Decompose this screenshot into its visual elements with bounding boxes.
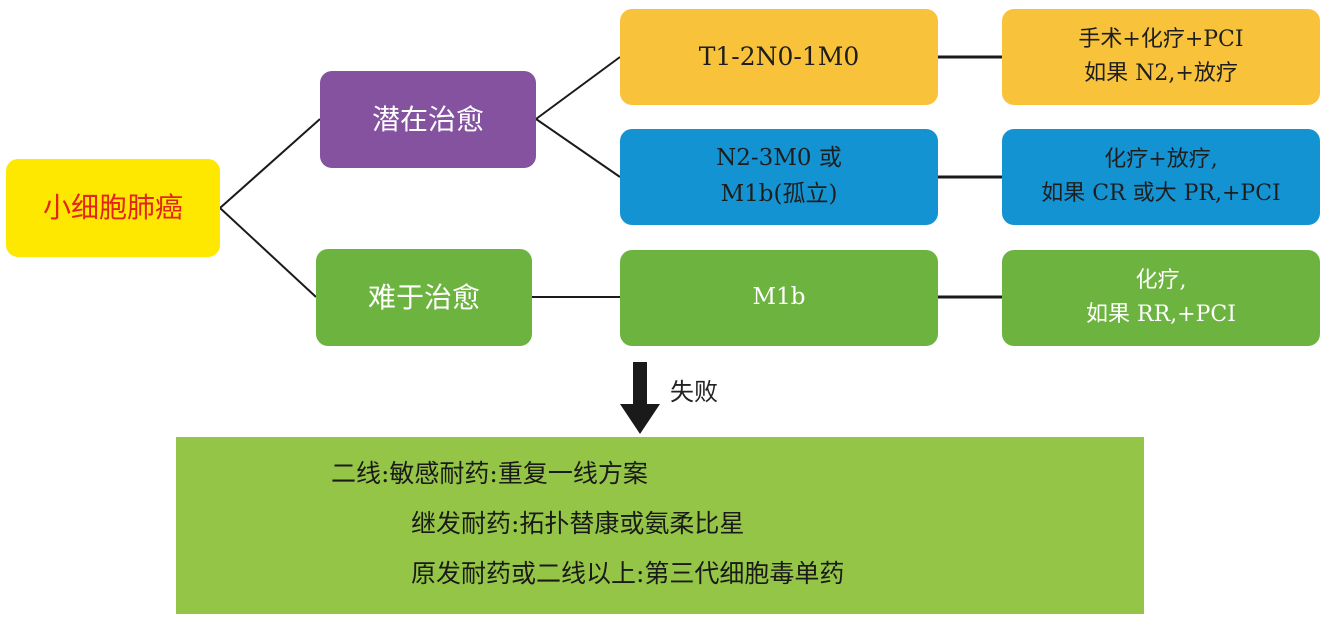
stage-b-line1: N2-3M0 或 bbox=[716, 145, 842, 172]
branch-hard: 难于治愈 bbox=[316, 249, 532, 346]
connector-curable-stage-a bbox=[535, 56, 621, 120]
stage-node-c: M1b bbox=[620, 250, 938, 346]
failure-arrow-icon bbox=[620, 362, 660, 434]
branch-hard-label: 难于治愈 bbox=[367, 280, 480, 314]
stage-c-line1: M1b bbox=[752, 284, 806, 311]
branch-curable-label: 潜在治愈 bbox=[371, 102, 484, 136]
failure-label: 失败 bbox=[670, 378, 718, 406]
treatment-node-b: 化疗+放疗, 如果 CR 或大 PR,+PCI bbox=[1002, 129, 1320, 225]
treatment-b-line2: 如果 CR 或大 PR,+PCI bbox=[1041, 181, 1281, 206]
treatment-b-line1: 化疗+放疗, bbox=[1104, 146, 1218, 172]
treatment-c-line2: 如果 RR,+PCI bbox=[1086, 302, 1236, 327]
treatment-c-line1: 化疗, bbox=[1135, 267, 1187, 293]
connector-root-curable bbox=[219, 118, 321, 209]
treatment-node-a: 手术+化疗+PCI 如果 N2,+放疗 bbox=[1002, 9, 1320, 105]
stage-node-a: T1-2N0-1M0 bbox=[620, 9, 938, 105]
treatment-a-line2: 如果 N2,+放疗 bbox=[1084, 61, 1238, 86]
second-line-row-2: 继发耐药:拓扑替康或氨柔比星 bbox=[411, 509, 745, 538]
stage-b-line2: M1b(孤立) bbox=[720, 181, 838, 207]
treatment-a-line1: 手术+化疗+PCI bbox=[1078, 26, 1244, 52]
connector-root-hard bbox=[219, 207, 317, 298]
stage-a-line1: T1-2N0-1M0 bbox=[698, 41, 860, 71]
stage-node-b: N2-3M0 或 M1b(孤立) bbox=[620, 129, 938, 225]
second-line-box: 二线:敏感耐药:重复一线方案 继发耐药:拓扑替康或氨柔比星 原发耐药或二线以上:… bbox=[176, 437, 1144, 614]
root-node: 小细胞肺癌 bbox=[6, 159, 220, 257]
treatment-node-c: 化疗, 如果 RR,+PCI bbox=[1002, 250, 1320, 346]
branch-curable: 潜在治愈 bbox=[320, 71, 536, 168]
second-line-row-3: 原发耐药或二线以上:第三代细胞毒单药 bbox=[411, 559, 845, 588]
connector-curable-stage-b bbox=[535, 118, 621, 178]
second-line-row-1: 二线:敏感耐药:重复一线方案 bbox=[331, 459, 648, 488]
root-label: 小细胞肺癌 bbox=[42, 191, 183, 225]
